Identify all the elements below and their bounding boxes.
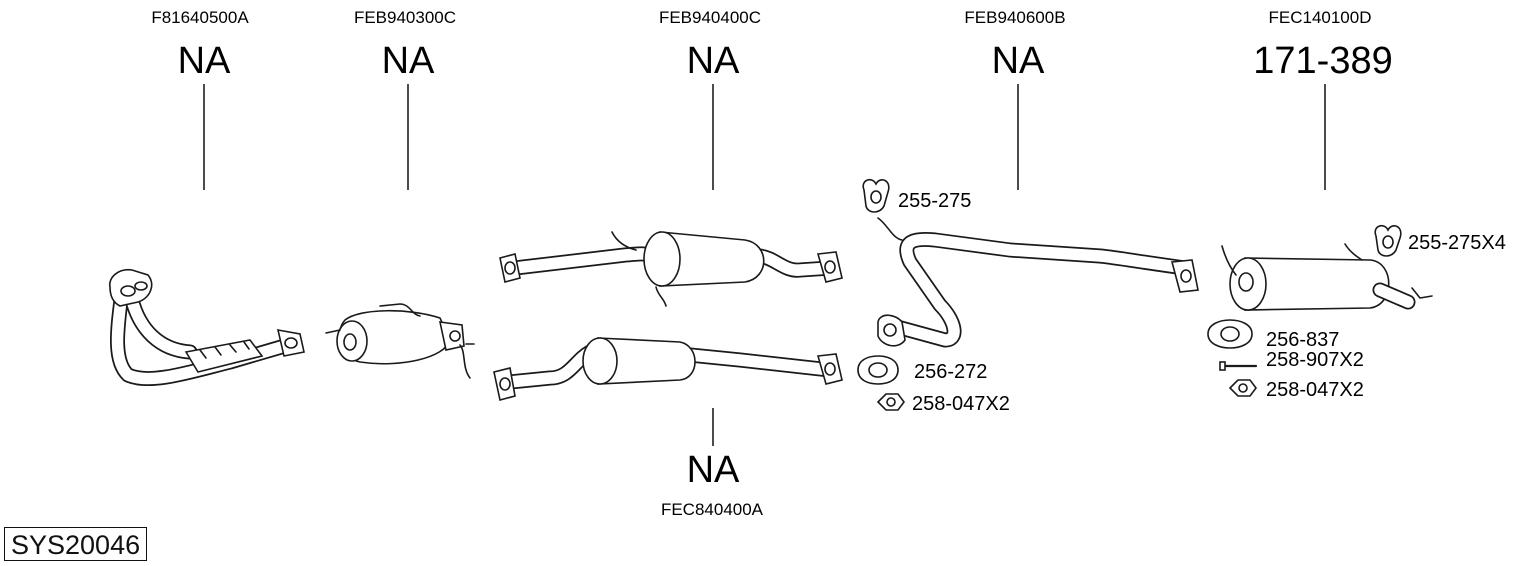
part-price-1: NA: [178, 40, 231, 82]
hanger-label-4: 255-275X4: [1408, 232, 1506, 254]
part-code-3: FEB940400C: [659, 8, 761, 27]
part-code-2: FEB940300C: [354, 8, 456, 27]
intermediate-pipe-drawing: [877, 217, 1199, 348]
part-code-4: FEB940600B: [964, 8, 1065, 27]
bolt-icon: [1219, 361, 1258, 371]
nut-label-2: 258-047X2: [1266, 379, 1364, 401]
front-pipe-drawing: [108, 268, 305, 387]
gasket-icon: [857, 355, 899, 385]
part-code-1: F81640500A: [151, 8, 249, 27]
gasket-label-1: 256-272: [914, 361, 987, 383]
part-code-6: FEC840400A: [661, 500, 764, 519]
gasket-label-2: 256-837: [1266, 329, 1339, 351]
part-price-5: 171-389: [1253, 40, 1392, 82]
nut-icon: [876, 393, 905, 411]
hanger-icon: [862, 178, 890, 213]
part-price-2: NA: [382, 40, 435, 82]
nut-icon: [1228, 379, 1257, 397]
nut-label-1: 258-047X2: [912, 393, 1010, 415]
part-price-4: NA: [992, 40, 1045, 82]
part-price-3: NA: [687, 40, 740, 82]
part-price-6: NA: [687, 449, 740, 491]
system-id-box: SYS20046: [4, 527, 148, 561]
part-code-5: FEC140100D: [1268, 8, 1371, 27]
rear-silencer-drawing: [1221, 243, 1433, 311]
hanger-label-1: 255-275: [898, 190, 971, 212]
center-pipe-lower-drawing: [493, 337, 843, 401]
bolt-label-2: 258-907X2: [1266, 349, 1364, 371]
front-silencer-drawing: [325, 303, 475, 379]
gasket-icon: [1207, 319, 1253, 349]
hanger-icon: [1374, 224, 1402, 257]
center-pipe-upper-drawing: [499, 231, 843, 307]
